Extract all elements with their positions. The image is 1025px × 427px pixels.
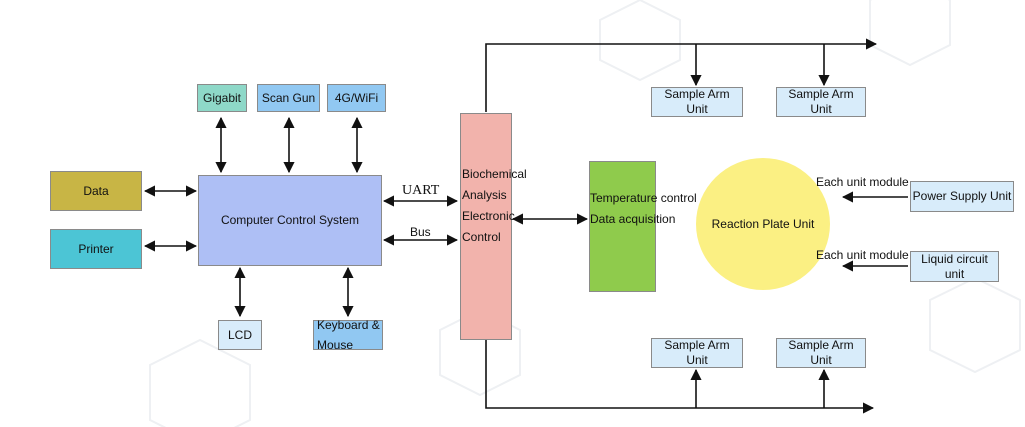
each-unit-module-label-2: Each unit module <box>816 248 909 262</box>
sample-arm-unit-bottom-2: Sample Arm Unit <box>776 338 866 368</box>
bus-label: Bus <box>410 225 431 239</box>
bottom-bus-line <box>485 340 875 414</box>
scan-gun-module: Scan Gun <box>257 84 320 112</box>
power-supply-unit: Power Supply Unit <box>910 181 1014 212</box>
temperature-control-label: Temperature control <box>590 191 697 205</box>
computer-control-system: Computer Control System <box>198 175 382 266</box>
biochemical-analysis-control: Biochemical Analysis Electronic Control <box>460 113 527 340</box>
data-module: Data <box>50 171 142 211</box>
data-acquisition-label: Data acquisition <box>590 212 676 226</box>
reaction-plate-unit: Reaction Plate Unit <box>696 158 830 290</box>
sample-arm-unit-top-2: Sample Arm Unit <box>776 87 866 117</box>
gigabit-module: Gigabit <box>197 84 247 112</box>
each-unit-module-label-1: Each unit module <box>816 175 909 189</box>
printer-module: Printer <box>50 229 142 269</box>
liquid-circuit-unit: Liquid circuit unit <box>910 251 999 282</box>
uart-label: UART <box>402 183 440 198</box>
keyboard-mouse-module: Keyboard & Mouse <box>313 318 383 352</box>
temperature-data-module: Temperature control Data acquisition <box>589 161 697 292</box>
lcd-module: LCD <box>218 320 262 350</box>
sample-arm-unit-bottom-1: Sample Arm Unit <box>651 338 743 368</box>
top-bus-line <box>485 38 878 112</box>
sample-arm-unit-top-1: Sample Arm Unit <box>651 87 743 117</box>
wifi-module: 4G/WiFi <box>327 84 386 112</box>
